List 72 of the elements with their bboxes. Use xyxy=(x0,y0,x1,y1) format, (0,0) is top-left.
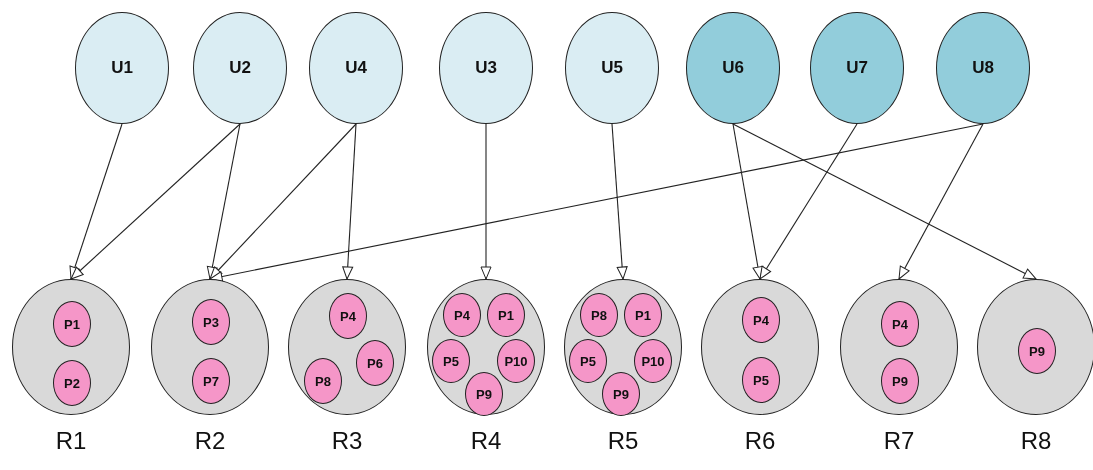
item-ellipse xyxy=(881,301,919,347)
item-ellipse xyxy=(580,293,618,337)
item-label: P9 xyxy=(892,373,908,389)
group-label: R6 xyxy=(743,427,777,455)
item-ellipse xyxy=(487,293,525,337)
arrow xyxy=(732,123,764,280)
item-label: P5 xyxy=(753,372,769,388)
arrow xyxy=(69,123,123,280)
item-ellipse xyxy=(624,293,662,337)
user-label: U4 xyxy=(345,58,367,78)
group-label: R8 xyxy=(1019,427,1053,455)
arrow xyxy=(898,123,984,280)
item-ellipse xyxy=(53,360,91,406)
item-ellipse xyxy=(465,372,503,416)
item-ellipse xyxy=(329,293,367,339)
item-label: P7 xyxy=(203,373,219,389)
item-label: P3 xyxy=(203,314,219,330)
item-ellipse xyxy=(192,358,230,404)
item-ellipse xyxy=(192,299,230,345)
item-ellipse xyxy=(304,358,342,404)
item-label: P2 xyxy=(64,375,80,391)
arrow xyxy=(611,123,628,280)
arrow xyxy=(209,123,984,283)
item-ellipse xyxy=(432,339,470,383)
user-label: U6 xyxy=(722,58,744,78)
item-ellipse xyxy=(356,340,394,386)
item-label: P10 xyxy=(504,353,528,369)
item-label: P9 xyxy=(476,386,492,402)
item-label: P1 xyxy=(498,307,514,323)
item-ellipse xyxy=(497,339,535,383)
item-ellipse xyxy=(53,301,91,347)
user-label: U3 xyxy=(475,58,497,78)
item-ellipse xyxy=(602,372,640,416)
user-label: U7 xyxy=(846,58,868,78)
item-label: P4 xyxy=(753,312,769,328)
user-label: U2 xyxy=(229,58,251,78)
item-label: P9 xyxy=(1029,343,1045,359)
item-ellipse xyxy=(1018,328,1056,374)
group-label: R3 xyxy=(330,427,364,455)
item-label: P9 xyxy=(613,386,629,402)
group-label: R2 xyxy=(193,427,227,455)
arrow xyxy=(342,123,357,280)
item-ellipse xyxy=(881,358,919,404)
arrow xyxy=(480,123,492,280)
arrow xyxy=(732,123,1037,280)
user-label: U1 xyxy=(111,58,133,78)
item-label: P4 xyxy=(340,308,356,324)
user-label: U5 xyxy=(601,58,623,78)
item-label: P8 xyxy=(315,373,331,389)
item-label: P4 xyxy=(892,316,908,332)
item-ellipse xyxy=(443,293,481,337)
item-label: P5 xyxy=(443,353,459,369)
item-ellipse xyxy=(569,339,607,383)
item-ellipse xyxy=(634,339,672,383)
group-label: R4 xyxy=(469,427,503,455)
item-ellipse xyxy=(742,297,780,343)
item-label: P8 xyxy=(591,307,607,323)
arrow xyxy=(70,123,241,280)
item-label: P1 xyxy=(635,307,651,323)
user-label: U8 xyxy=(972,58,994,78)
item-label: P6 xyxy=(367,355,383,371)
group-label: R1 xyxy=(54,427,88,455)
arrow xyxy=(209,123,357,280)
arrow xyxy=(759,123,858,280)
group-label: R7 xyxy=(882,427,916,455)
item-label: P5 xyxy=(580,353,596,369)
item-label: P1 xyxy=(64,316,80,332)
group-label: R5 xyxy=(606,427,640,455)
item-label: P4 xyxy=(454,307,470,323)
item-label: P10 xyxy=(641,353,665,369)
arrow xyxy=(206,123,241,280)
item-ellipse xyxy=(742,357,780,403)
